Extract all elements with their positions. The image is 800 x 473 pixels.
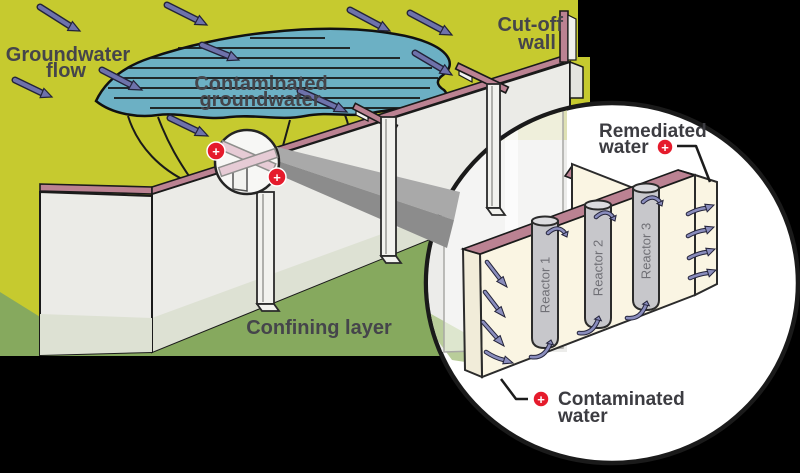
reactor-label: Reactor 1 [538, 257, 553, 313]
flow-arrow-icon [163, 1, 209, 26]
confining-layer [0, 228, 470, 356]
flow-arrow-icon [198, 41, 241, 62]
flow-arrow-icon [36, 3, 82, 32]
contaminated-pointer-line [500, 378, 528, 401]
plus-icon: + [267, 167, 287, 187]
svg-text:flow: flow [46, 60, 86, 82]
outlet-arrow-icon [685, 225, 716, 239]
svg-text:+: + [273, 170, 281, 185]
label-contaminated-groundwater: Contaminated groundwater [194, 73, 327, 111]
svg-text:Cut-off: Cut-off [497, 14, 563, 36]
reactor-outflow-arrow-icon [545, 226, 569, 238]
svg-text:+: + [661, 140, 669, 155]
reactor-column-2: Reactor 2 [584, 199, 612, 330]
cutoff-wall-front-face-base [40, 314, 152, 355]
plus-icon: + [206, 141, 226, 161]
plus-icon: + [532, 390, 550, 408]
barrier-inlet-end-face [461, 247, 484, 379]
svg-text:Contaminated: Contaminated [558, 389, 685, 410]
groundwater-flow-arrows [11, 1, 454, 137]
main-labels: Groundwater flow Contaminated groundwate… [6, 14, 564, 339]
svg-text:Groundwater: Groundwater [6, 44, 131, 66]
reactor-flow-arrows [528, 195, 664, 360]
contaminated-plume [94, 27, 452, 197]
wall-top-band-riser [559, 10, 569, 63]
wall-riser-side [567, 14, 577, 61]
inlet-arrow-icon [484, 259, 508, 289]
reactor-outflow-arrow-icon [593, 210, 617, 222]
wall-post-lens [255, 191, 281, 312]
plus-icon: + [656, 138, 674, 156]
outlet-arrow-icon [687, 268, 718, 281]
reactor-inflow-arrow-icon [624, 300, 651, 321]
wall-post-1 [379, 116, 403, 264]
reactor-label: Reactor 3 [639, 223, 654, 279]
inlet-arrow-icon [482, 289, 506, 319]
flow-arrow-icon [11, 76, 54, 99]
svg-text:Contaminated: Contaminated [194, 73, 327, 95]
svg-text:+: + [537, 392, 545, 407]
flow-arrow-icon [406, 9, 454, 36]
flow-arrow-icon [98, 66, 144, 91]
cutoff-wall-end-face [569, 60, 584, 99]
flow-arrow-icon [296, 87, 349, 113]
outlet-arrow-icon [686, 247, 717, 261]
remediated-pointer-line [677, 144, 712, 183]
inlet-arrow-icon [480, 319, 505, 348]
svg-text:water: water [598, 137, 649, 158]
zoom-cone [273, 146, 460, 248]
lens-gate-wall-band [217, 147, 279, 178]
reactive-barrier: Reactor 1 Reactor 2 Reactor 3 [460, 121, 718, 427]
reactor-label: Reactor 2 [591, 240, 606, 296]
label-cutoff-wall: Cut-off wall [497, 14, 563, 54]
outlet-arrow-icon [685, 203, 716, 217]
label-remediated-water: Remediated water + [598, 121, 712, 183]
label-confining-layer: Confining layer [246, 317, 392, 339]
svg-text:+: + [212, 144, 220, 159]
inlet-flow-arrows [480, 259, 515, 365]
flow-arrow-icon [166, 114, 210, 137]
outlet-flow-arrows [685, 203, 718, 281]
svg-text:water: water [557, 406, 608, 427]
label-contaminated-water: + Contaminated water [500, 378, 685, 427]
reactor-inflow-arrow-icon [576, 315, 603, 336]
reactor-inflow-arrow-icon [528, 339, 555, 360]
magnifier-lens: + + [206, 128, 287, 196]
reactor-column-1: Reactor 1 [531, 215, 559, 350]
flow-arrow-icon [411, 49, 454, 76]
svg-text:wall: wall [517, 32, 556, 54]
wall-post-2 [485, 83, 507, 216]
plume-streak-lines [108, 37, 438, 109]
label-groundwater-flow: Groundwater flow [6, 44, 131, 82]
reactor-outflow-arrow-icon [640, 195, 664, 207]
inlet-arrow-icon [483, 349, 515, 365]
flow-arrow-icon [346, 6, 392, 32]
svg-text:Remediated: Remediated [599, 121, 707, 142]
svg-text:groundwater: groundwater [199, 89, 320, 111]
